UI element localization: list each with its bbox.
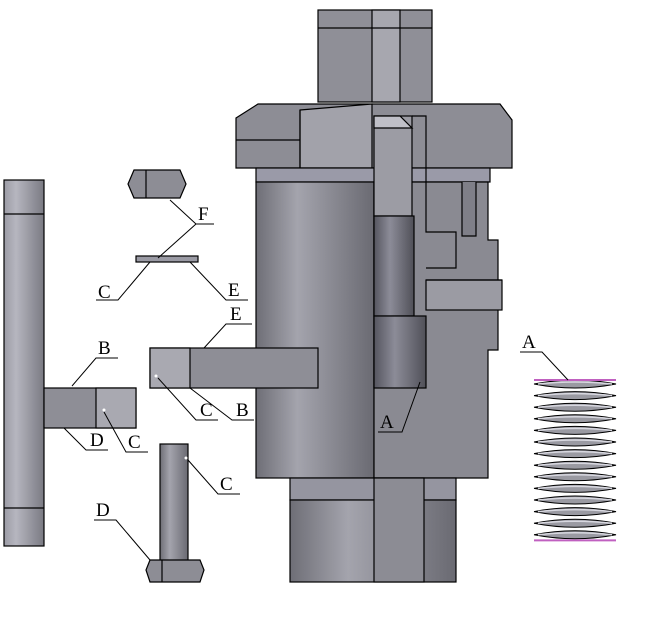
spring-coil [533, 495, 617, 505]
spring-coil-highlight [537, 450, 613, 455]
spring-coil-highlight [537, 404, 613, 408]
spring-coil-highlight [537, 462, 613, 466]
label-nut-f: F [198, 204, 209, 225]
spring-coil-highlight [537, 474, 613, 478]
spring-coil [533, 507, 617, 517]
spring-coil-highlight [537, 532, 613, 536]
spring-coil [533, 460, 617, 470]
label-valve-seat: A [380, 412, 394, 433]
spring-coil-highlight [537, 485, 613, 490]
label-washer-c: C [98, 282, 111, 303]
label-arm-e: E [230, 304, 242, 325]
mounting-plate [3, 179, 45, 547]
spring-coil [533, 483, 617, 493]
spring-coil [533, 402, 617, 412]
spring [533, 379, 617, 542]
leader-lines [63, 199, 569, 561]
spring-coil [533, 391, 617, 401]
bolt [145, 443, 205, 583]
spring-coil [533, 425, 617, 435]
spring-coil-highlight [537, 392, 613, 397]
spring-coil-highlight [537, 497, 613, 501]
spring-coil-highlight [537, 381, 613, 385]
label-spring: A [522, 332, 536, 353]
spring-coil [533, 379, 617, 389]
label-bolt-d: D [96, 500, 110, 521]
spring-coil-highlight [537, 427, 613, 432]
washer [135, 255, 199, 263]
spring-coil-highlight [537, 508, 613, 513]
label-bracket-c: C [128, 432, 141, 453]
spring-coil [533, 472, 617, 482]
spring-coil [533, 518, 617, 528]
label-bracket-b: B [98, 338, 111, 359]
spring-coil [533, 530, 617, 540]
spring-coil-highlight [537, 520, 613, 524]
label-arm-c: C [200, 400, 213, 421]
spring-coil-highlight [537, 416, 613, 420]
spring-coil [533, 437, 617, 447]
spring-coil [533, 414, 617, 424]
lever-arm [149, 347, 319, 389]
callout-labels: A A B D C E C B F C E C D [90, 204, 536, 521]
label-washer-e: E [228, 280, 240, 301]
label-bracket-d: D [90, 430, 104, 451]
hex-nut-f [127, 169, 187, 199]
valve-body [235, 9, 513, 583]
bracket-block [43, 387, 137, 429]
label-arm-b: B [236, 400, 249, 421]
spring-coil [533, 449, 617, 459]
label-bolt-c: C [220, 474, 233, 495]
spring-coil-highlight [537, 439, 613, 443]
